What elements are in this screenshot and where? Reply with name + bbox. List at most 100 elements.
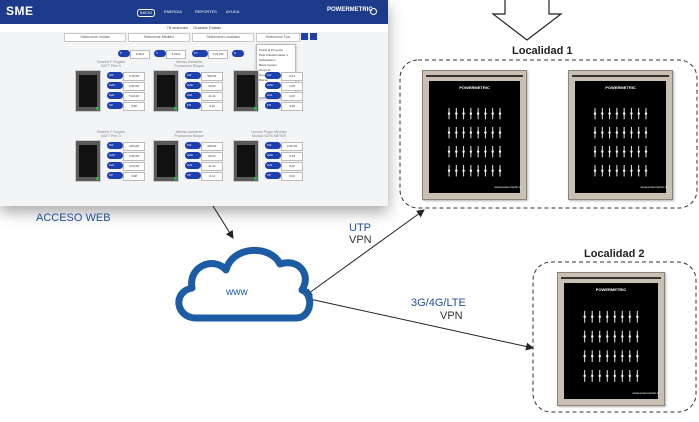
nav-energia[interactable]: ENERGIA — [164, 9, 183, 14]
dropdown-item[interactable]: Todos el Proyecto — [259, 48, 283, 52]
breaker-dot — [491, 150, 494, 153]
metric-value: 4,83,00 — [123, 142, 145, 151]
metric-label: kVAr — [185, 152, 201, 159]
filter-apply-button[interactable] — [301, 33, 308, 40]
filter-medidor[interactable]: Seleccione Medidor — [128, 33, 190, 42]
metric-label: kVAr — [185, 82, 201, 89]
card-title: Alfonso Asistente — [175, 130, 203, 134]
breaker-dot — [484, 169, 487, 172]
nav-ayuda[interactable]: AYUDA — [226, 9, 240, 14]
breaker-dot — [593, 131, 597, 134]
breaker-dot — [491, 169, 494, 172]
breaker-dot — [591, 315, 594, 318]
filter-localidad[interactable]: Seleccione Localidad — [192, 33, 254, 42]
web-app-screenshot: SME INICIO ENERGIA REPORTES AYUDA POWERM… — [0, 0, 388, 206]
breaker-dot — [469, 169, 473, 172]
breaker-dot — [644, 169, 648, 172]
meter-thumbnail — [233, 70, 259, 112]
metric-label: kW — [185, 72, 201, 79]
user-icon[interactable] — [370, 8, 377, 15]
breaker-dot — [628, 354, 631, 358]
meter-thumbnail — [233, 140, 259, 182]
summary-value-3: 3,21 kW — [208, 50, 228, 59]
breaker-dot — [644, 150, 648, 153]
summary-pill-3: PT — [192, 50, 208, 57]
breaker-dot — [598, 354, 601, 358]
card-subtitle: Produccion Bloque — [174, 134, 204, 138]
breaker-dot — [636, 335, 639, 338]
breaker-dot — [583, 315, 586, 318]
metric-value: 40,01 — [201, 82, 223, 91]
dropdown-item[interactable]: Grupo E — [259, 68, 271, 72]
filter-unidad[interactable]: Seleccione Unidad — [64, 33, 126, 42]
cabinet-screen — [429, 81, 520, 193]
breaker-dot — [606, 315, 609, 318]
cabinet-screen — [564, 283, 658, 399]
breaker-dot — [630, 150, 633, 153]
breaker-dot — [447, 150, 451, 153]
breaker-dot — [628, 374, 631, 378]
breaker-dot — [484, 150, 487, 153]
summary-pill-2: V — [154, 50, 166, 57]
down-arrow-icon — [491, 0, 563, 41]
cabinet-screen — [575, 81, 666, 193]
breaker-dot — [601, 112, 604, 115]
card-title: Lecture Pagar Medidor — [251, 130, 287, 134]
metric-value: 0,14 — [201, 172, 223, 181]
nav-reportes[interactable]: REPORTES — [195, 9, 217, 14]
nav-inicio[interactable]: INICIO — [137, 9, 156, 17]
dropdown-item[interactable]: Bolcos — [259, 78, 269, 82]
save-state-link[interactable]: Guardar Estado — [193, 25, 222, 30]
meter-thumbnail — [153, 70, 179, 112]
card-subtitle: Modulo SOIS METER — [251, 134, 287, 138]
breaker-dot — [644, 112, 648, 115]
cloud-icon — [175, 247, 314, 322]
filter-reset-button[interactable] — [310, 33, 317, 40]
breaker-dot — [462, 112, 465, 115]
meter-thumbnail — [75, 70, 101, 112]
metric-label: kVA — [265, 162, 281, 169]
metric-value: 0,34 — [281, 152, 303, 161]
metric-value: 1,03 — [281, 82, 303, 91]
dropdown-item[interactable]: Grupo B — [259, 73, 270, 77]
breaker-matrix — [583, 310, 639, 382]
cloud-label: www — [226, 287, 248, 298]
cabinet-panel-1: POWERMETRIC www.powermetric.cl — [422, 70, 527, 200]
breaker-dot — [613, 335, 616, 338]
panel-footer: www.powermetric.cl — [494, 185, 521, 189]
summary-value-1: 0,48,0 — [130, 50, 150, 59]
breaker-dot — [637, 112, 640, 115]
breaker-dot — [498, 169, 502, 172]
metric-value: 41,21 — [201, 92, 223, 101]
breaker-dot — [583, 335, 586, 338]
metric-label: FP — [185, 102, 201, 109]
breaker-dot — [622, 150, 626, 153]
metric-label: FP — [265, 102, 281, 109]
breaker-dot — [613, 374, 616, 378]
breaker-dot — [583, 374, 586, 378]
metric-value: 280,01 — [201, 142, 223, 151]
metric-value: 0,56,00 — [123, 82, 145, 91]
dropdown-item[interactable]: Subestacion — [259, 58, 276, 62]
session-count: 78 sesiones — [166, 25, 188, 30]
metric-label: kVA — [107, 92, 123, 99]
metric-value: 0,36,00 — [281, 142, 303, 151]
summary-value-2: 5,00 E — [166, 50, 186, 59]
filter-tipo[interactable]: Seleccione Tipo — [256, 33, 300, 42]
breaker-dot — [462, 131, 465, 134]
breaker-dot — [469, 112, 473, 115]
dropdown-item[interactable]: Peto Transformador 1 — [259, 53, 289, 57]
breaker-dot — [613, 315, 616, 318]
metric-label: kVAr — [107, 82, 123, 89]
localidad2-title: Localidad 2 — [584, 248, 645, 260]
dropdown-item[interactable]: Barra Campo — [259, 63, 277, 67]
breaker-dot — [644, 131, 648, 134]
breaker-dot — [601, 150, 604, 153]
lte-vpn-label: VPN — [440, 310, 463, 322]
